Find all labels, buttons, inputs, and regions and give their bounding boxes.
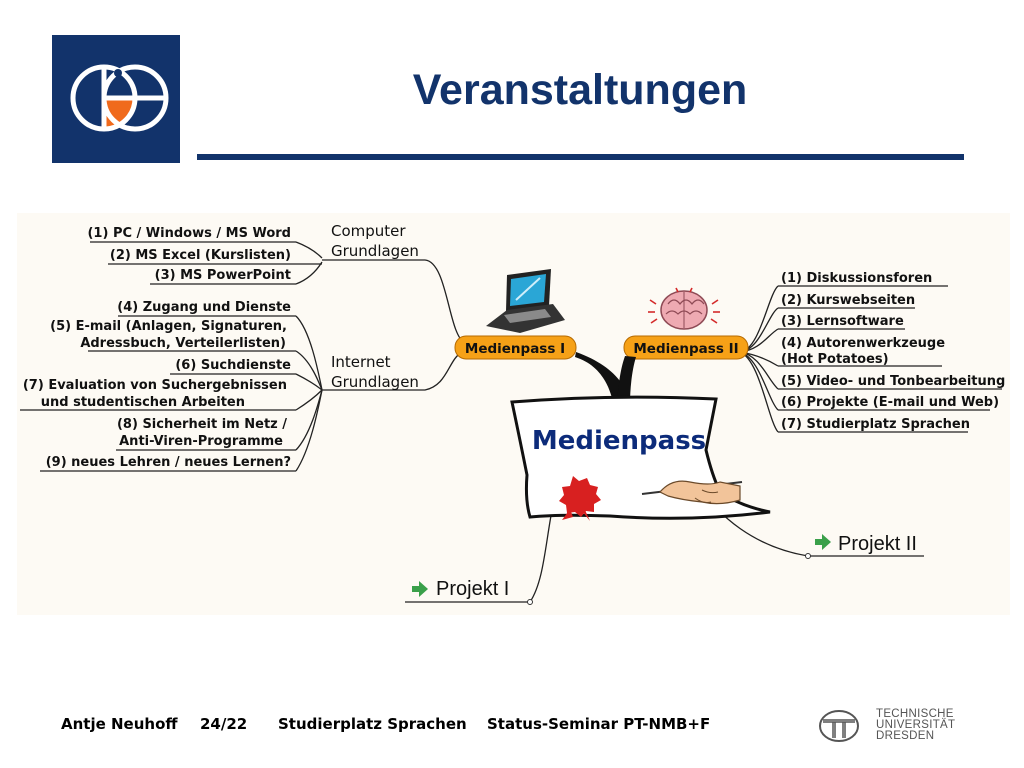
internet-item-7-line1: (7) Evaluation von Suchergebnissen <box>23 378 287 393</box>
brain-icon <box>648 287 720 330</box>
seal-icon <box>559 476 601 521</box>
internet-item-5-line2: Adressbuch, Verteilerlisten) <box>80 336 286 351</box>
footer-page: 24/22 <box>200 715 248 733</box>
mindmap-diagram: (1) PC / Windows / MS Word (2) MS Excel … <box>17 213 1010 615</box>
right-item-2: (2) Kurswebseiten <box>781 293 915 308</box>
right-item-4-line1: (4) Autorenwerkzeuge <box>781 336 945 351</box>
internet-item-8-line1: (8) Sicherheit im Netz / <box>117 417 287 432</box>
internet-item-6: (6) Suchdienste <box>175 358 291 373</box>
footer-course: Studierplatz Sprachen <box>278 715 467 733</box>
footer-event: Status-Seminar PT-NMB+F <box>487 715 711 733</box>
project-1-node: Projekt I <box>412 578 533 605</box>
laptop-icon <box>486 269 565 333</box>
internet-item-4: (4) Zugang und Dienste <box>117 300 291 315</box>
writing-hand-icon <box>641 480 743 505</box>
hub-left-label: Medienpass I <box>465 341 565 357</box>
right-item-1: (1) Diskussionsforen <box>781 271 932 286</box>
project-2-label: Projekt II <box>838 533 917 555</box>
tud-line-2: UNIVERSITÄT <box>876 719 956 731</box>
branch-internet-line2: Grundlagen <box>331 373 419 391</box>
internet-item-8-line2: Anti-Viren-Programme <box>119 434 283 449</box>
branch-computer-line1: Computer <box>331 222 406 240</box>
computer-item-3: (3) MS PowerPoint <box>155 268 291 283</box>
central-title: Medienpass <box>532 426 706 456</box>
right-item-7: (7) Studierplatz Sprachen <box>781 417 970 432</box>
internet-item-5-line1: (5) E-mail (Anlagen, Signaturen, <box>50 319 287 334</box>
tud-line-3: DRESDEN <box>876 730 935 742</box>
computer-item-2: (2) MS Excel (Kurslisten) <box>110 248 291 263</box>
tu-dresden-logo-icon <box>819 710 859 742</box>
branch-internet-line1: Internet <box>331 353 391 371</box>
right-item-3: (3) Lernsoftware <box>781 314 904 329</box>
right-item-4-line2: (Hot Potatoes) <box>781 352 889 367</box>
hub-right-label: Medienpass II <box>633 341 738 357</box>
computer-item-1: (1) PC / Windows / MS Word <box>87 226 291 241</box>
branch-computer-line2: Grundlagen <box>331 242 419 260</box>
title-underline <box>197 154 964 160</box>
internet-item-9: (9) neues Lehren / neues Lernen? <box>46 455 291 470</box>
project-1-label: Projekt I <box>436 578 509 600</box>
slide-title: Veranstaltungen <box>412 66 748 114</box>
footer-author: Antje Neuhoff <box>61 715 178 733</box>
slide-logo <box>52 35 180 163</box>
right-item-6: (6) Projekte (E-mail und Web) <box>781 395 999 410</box>
tud-line-1: TECHNISCHE <box>876 708 954 720</box>
internet-item-7-line2: und studentischen Arbeiten <box>41 395 245 410</box>
hub-medienpass-2: Medienpass II <box>623 335 749 360</box>
project-2-node: Projekt II <box>805 533 917 559</box>
hub-medienpass-1: Medienpass I <box>454 335 577 360</box>
right-item-5: (5) Video- und Tonbearbeitung <box>781 374 1005 389</box>
